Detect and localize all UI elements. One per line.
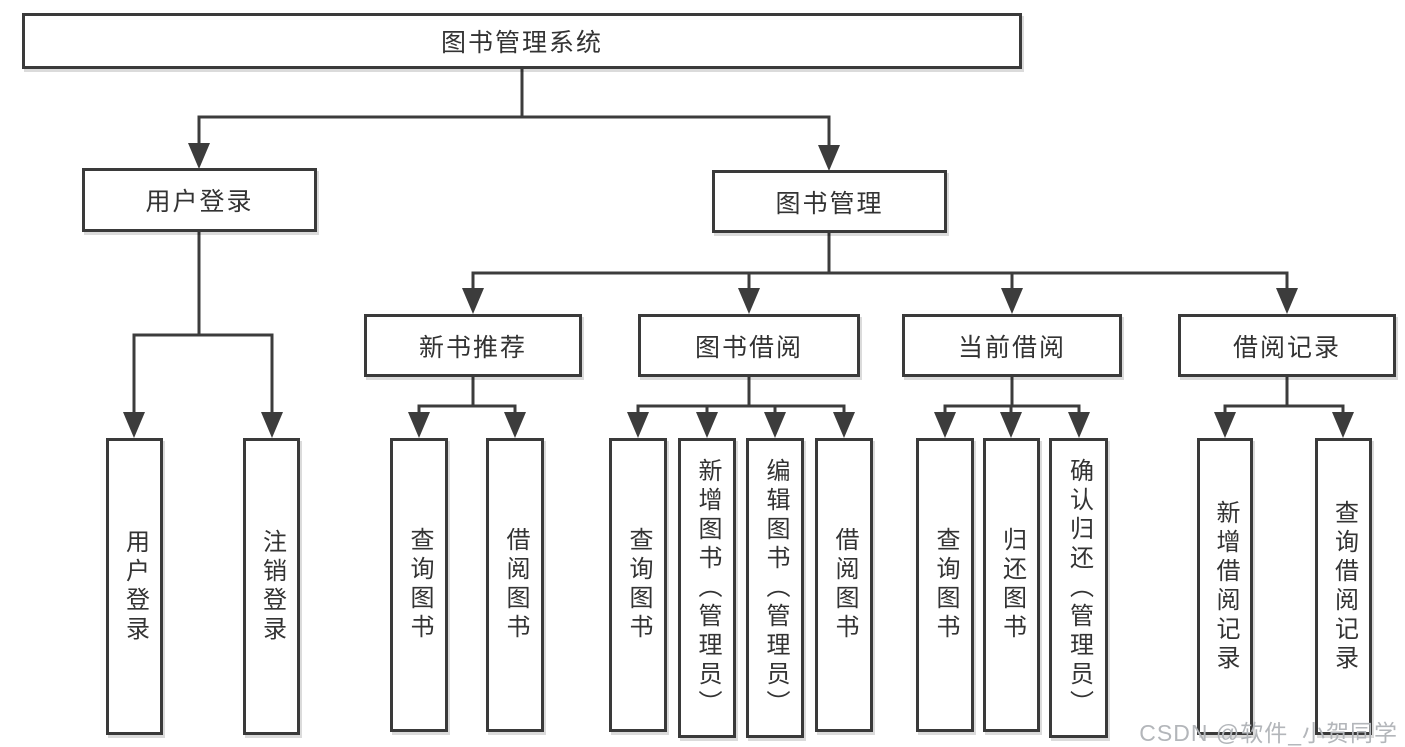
node-borrow-borrow-books: 借阅图书: [815, 438, 873, 732]
node-newbooks-borrow-books: 借阅图书: [486, 438, 544, 732]
node-user-login: 用户登录: [82, 168, 317, 232]
node-label: 用户登录: [145, 188, 254, 216]
node-label: 查询图书: [625, 527, 652, 643]
node-borrow-add-books-admin: 新增图书（管理员）: [678, 438, 736, 738]
node-label: 新书推荐: [418, 333, 527, 362]
node-label: 归还图书: [998, 527, 1026, 643]
node-label: 查询借阅记录: [1330, 499, 1358, 674]
node-label: 图书管理系统: [440, 29, 603, 57]
node-current-query-books: 查询图书: [916, 438, 974, 732]
node-label: 图书管理: [775, 189, 884, 218]
node-book-management-system: 图书管理系统: [22, 13, 1022, 69]
node-label: 查询图书: [406, 527, 433, 643]
node-label: 当前借阅: [957, 333, 1066, 362]
node-label: 新增图书（管理员）: [694, 457, 721, 719]
node-current-borrowing: 当前借阅: [902, 314, 1122, 377]
node-new-book-recommendation: 新书推荐: [364, 314, 582, 377]
csdn-watermark: CSDN @软件_小贺同学: [1139, 720, 1398, 746]
node-records-query-record: 查询借阅记录: [1315, 438, 1372, 735]
node-label: 查询图书: [932, 527, 959, 643]
node-leaf-user-login: 用户登录: [106, 438, 163, 735]
node-current-return-books: 归还图书: [983, 438, 1040, 732]
node-records-add-record: 新增借阅记录: [1197, 438, 1253, 735]
node-label: 借阅图书: [502, 527, 529, 643]
node-borrow-edit-books-admin: 编辑图书（管理员）: [746, 438, 804, 738]
node-book-borrowing: 图书借阅: [638, 314, 860, 377]
node-label: 借阅图书: [831, 527, 858, 643]
node-leaf-logout: 注销登录: [243, 438, 300, 735]
node-current-confirm-return-admin: 确认归还（管理员）: [1049, 438, 1108, 738]
node-borrowing-records: 借阅记录: [1178, 314, 1396, 377]
node-label: 新增借阅记录: [1212, 499, 1239, 674]
node-book-management: 图书管理: [712, 170, 947, 233]
node-borrow-query-books: 查询图书: [609, 438, 667, 732]
node-label: 注销登录: [258, 528, 286, 645]
node-label: 编辑图书（管理员）: [762, 457, 789, 719]
node-label: 用户登录: [121, 528, 149, 645]
node-label: 确认归还（管理员）: [1065, 457, 1093, 719]
node-label: 图书借阅: [694, 333, 803, 362]
node-label: 借阅记录: [1232, 333, 1341, 362]
node-newbooks-query-books: 查询图书: [390, 438, 448, 732]
